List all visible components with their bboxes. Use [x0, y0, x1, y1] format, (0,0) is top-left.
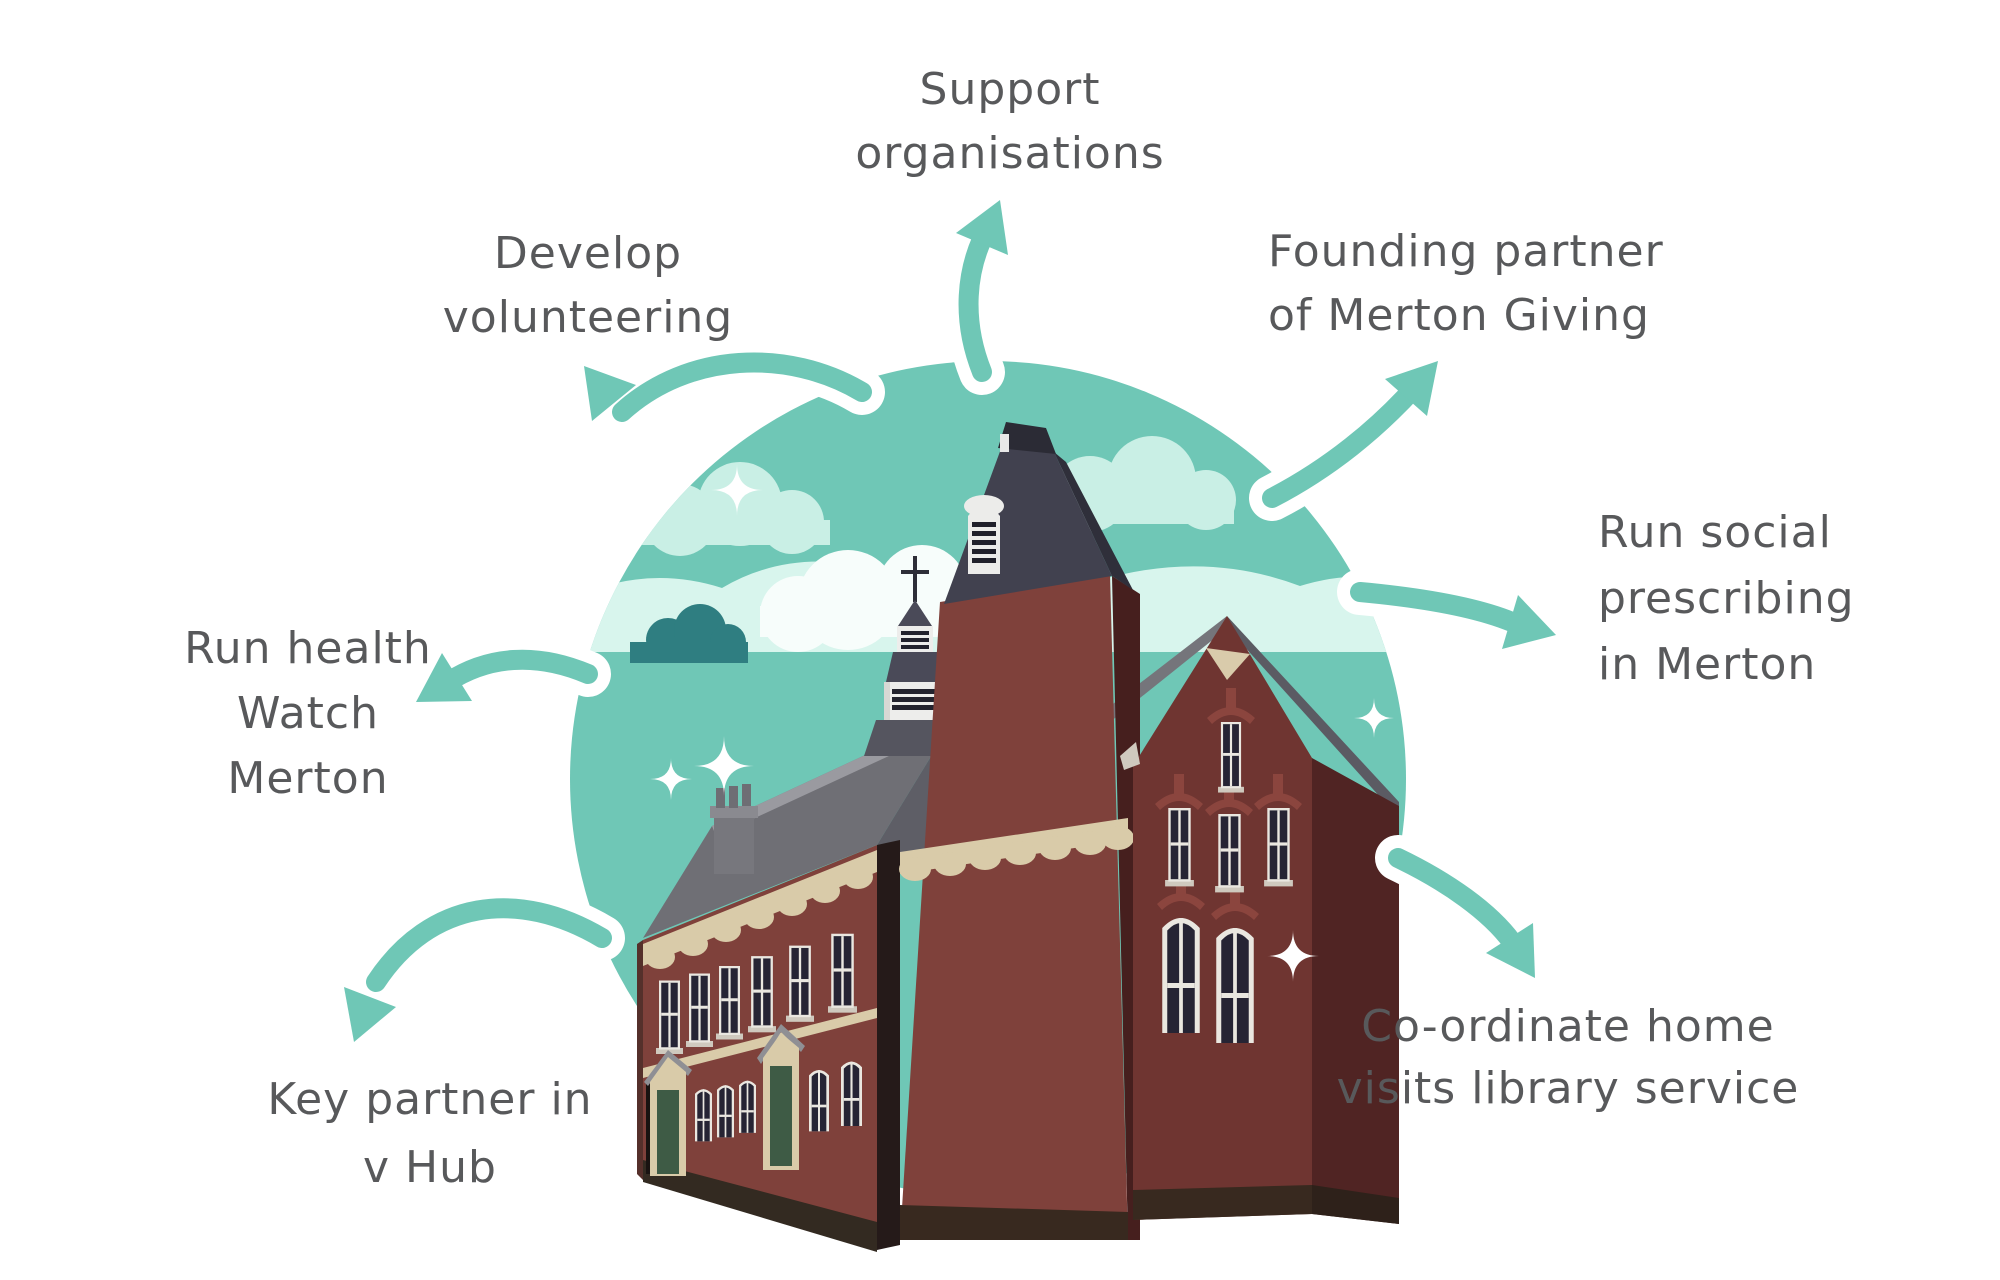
label-line: in Merton: [1598, 639, 1817, 690]
arrow-develop-icon: [575, 339, 885, 435]
label-develop-volunteering: Develop volunteering: [443, 222, 733, 350]
arrow-social-icon: [1337, 569, 1570, 659]
cross-icon: [901, 556, 929, 602]
label-support-organisations: Support organisations: [855, 58, 1164, 186]
label-line: Co-ordinate home: [1361, 1001, 1775, 1052]
arrow-founding-icon: [1249, 350, 1448, 521]
building-illustration: [637, 422, 1399, 1252]
label-social-prescribing: Run social prescribing in Merton: [1598, 500, 1855, 698]
label-coordinate-home-visits: Co-ordinate home visits library service: [1337, 996, 1800, 1120]
label-line: Support: [919, 64, 1101, 115]
label-line: volunteering: [442, 292, 734, 343]
island-silhouette: [630, 604, 748, 663]
label-line: Key partner in: [267, 1074, 593, 1125]
label-line: visits library service: [1336, 1063, 1800, 1114]
chimney: [710, 784, 758, 874]
cloud-icon: [760, 545, 986, 652]
label-line: Run health: [184, 623, 432, 674]
label-line: Founding partner: [1268, 226, 1664, 277]
label-health-watch: Run health Watch Merton: [184, 616, 432, 811]
label-line: of Merton Giving: [1268, 290, 1650, 341]
arrows: [334, 187, 1570, 1056]
porch: [757, 1024, 805, 1170]
porch: [644, 1050, 692, 1176]
label-line: Develop: [493, 228, 683, 279]
louver-window: [964, 495, 1004, 574]
label-line: prescribing: [1598, 573, 1855, 624]
arrow-support-icon: [942, 187, 1017, 395]
clock-tower: [877, 422, 1140, 1250]
arrow-coordinate-icon: [1375, 835, 1543, 990]
label-key-partner: Key partner in v Hub: [267, 1066, 592, 1202]
arrow-key-partner-icon: [334, 885, 625, 1056]
cloud-icon: [630, 462, 830, 556]
label-line: v Hub: [363, 1142, 497, 1193]
label-line: Run social: [1598, 507, 1832, 558]
label-line: organisations: [855, 128, 1165, 179]
label-founding-partner: Founding partner of Merton Giving: [1268, 220, 1664, 348]
gabled-wing: [1120, 616, 1399, 1224]
label-line: Merton: [227, 753, 389, 804]
arrow-health-icon: [404, 636, 611, 710]
frieze-swags: [645, 865, 873, 969]
label-line: Watch: [237, 688, 379, 739]
